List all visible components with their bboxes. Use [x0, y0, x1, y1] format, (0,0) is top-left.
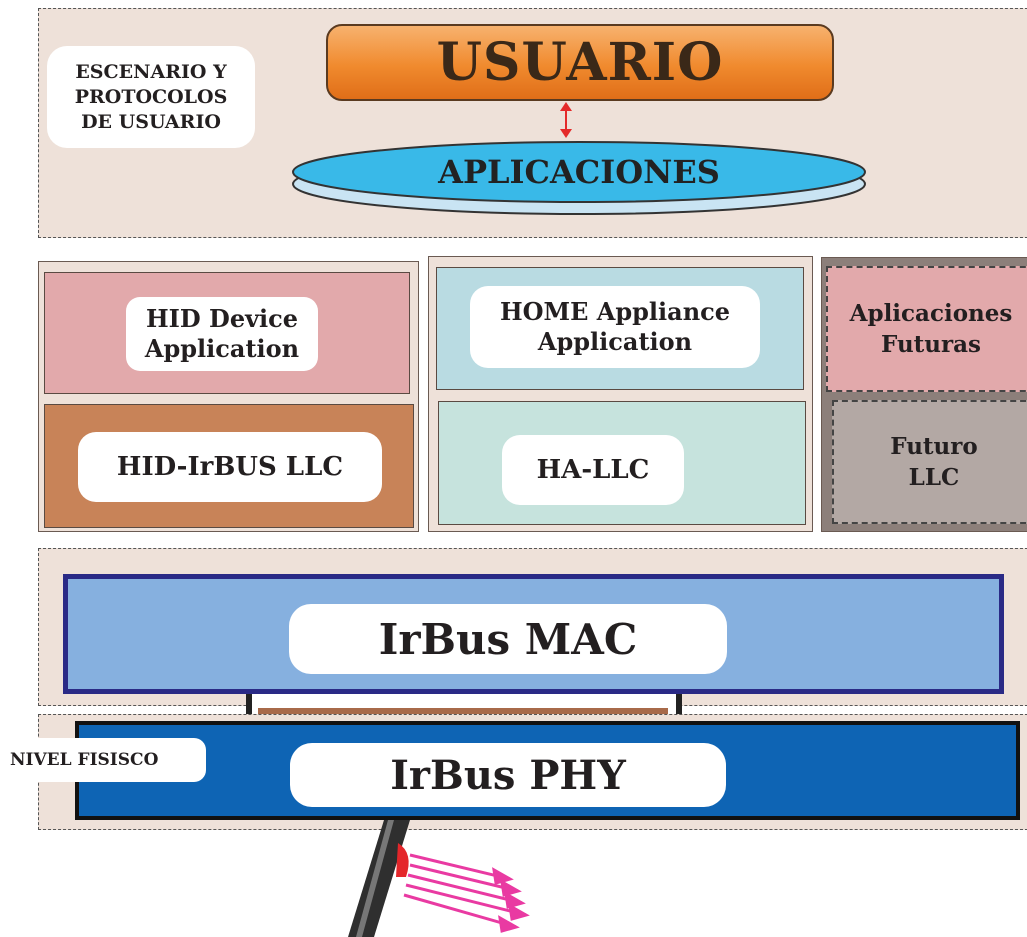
future-apps-label: Aplicaciones Futuras — [849, 300, 1013, 358]
user-label: USUARIO — [436, 32, 724, 93]
home-app-label: HOME Appliance Application — [499, 297, 731, 356]
scenario-label-box: ESCENARIO Y PROTOCOLOS DE USUARIO — [47, 46, 255, 148]
mac-label-box: IrBus MAC — [289, 604, 727, 674]
double-arrow-icon — [560, 102, 572, 138]
mac-label: IrBus MAC — [378, 614, 638, 664]
hid-llc-label: HID-IrBUS LLC — [116, 452, 344, 482]
ha-llc-label: HA-LLC — [536, 455, 650, 485]
future-llc-label: Futuro LLC — [890, 433, 978, 491]
ha-llc-label-box: HA-LLC — [502, 435, 684, 505]
ir-emitter-icon — [348, 820, 530, 937]
applications-label: APLICACIONES — [438, 153, 720, 191]
hid-app-label-box: HID Device Application — [126, 297, 318, 371]
phy-label: IrBus PHY — [390, 751, 626, 799]
future-apps-box: Aplicaciones Futuras — [826, 266, 1027, 392]
physical-level-label: NIVEL FISISCO — [10, 750, 159, 770]
phy-label-box: IrBus PHY — [290, 743, 726, 807]
future-llc-box: Futuro LLC — [832, 400, 1027, 524]
home-app-label-box: HOME Appliance Application — [470, 286, 760, 368]
user-box: USUARIO — [326, 24, 834, 101]
physical-level-label-box: NIVEL FISISCO — [0, 738, 206, 782]
scenario-label: ESCENARIO Y PROTOCOLOS DE USUARIO — [74, 60, 228, 133]
hid-llc-label-box: HID-IrBUS LLC — [78, 432, 382, 502]
applications-disc — [292, 141, 866, 215]
hid-app-label: HID Device Application — [144, 304, 300, 363]
